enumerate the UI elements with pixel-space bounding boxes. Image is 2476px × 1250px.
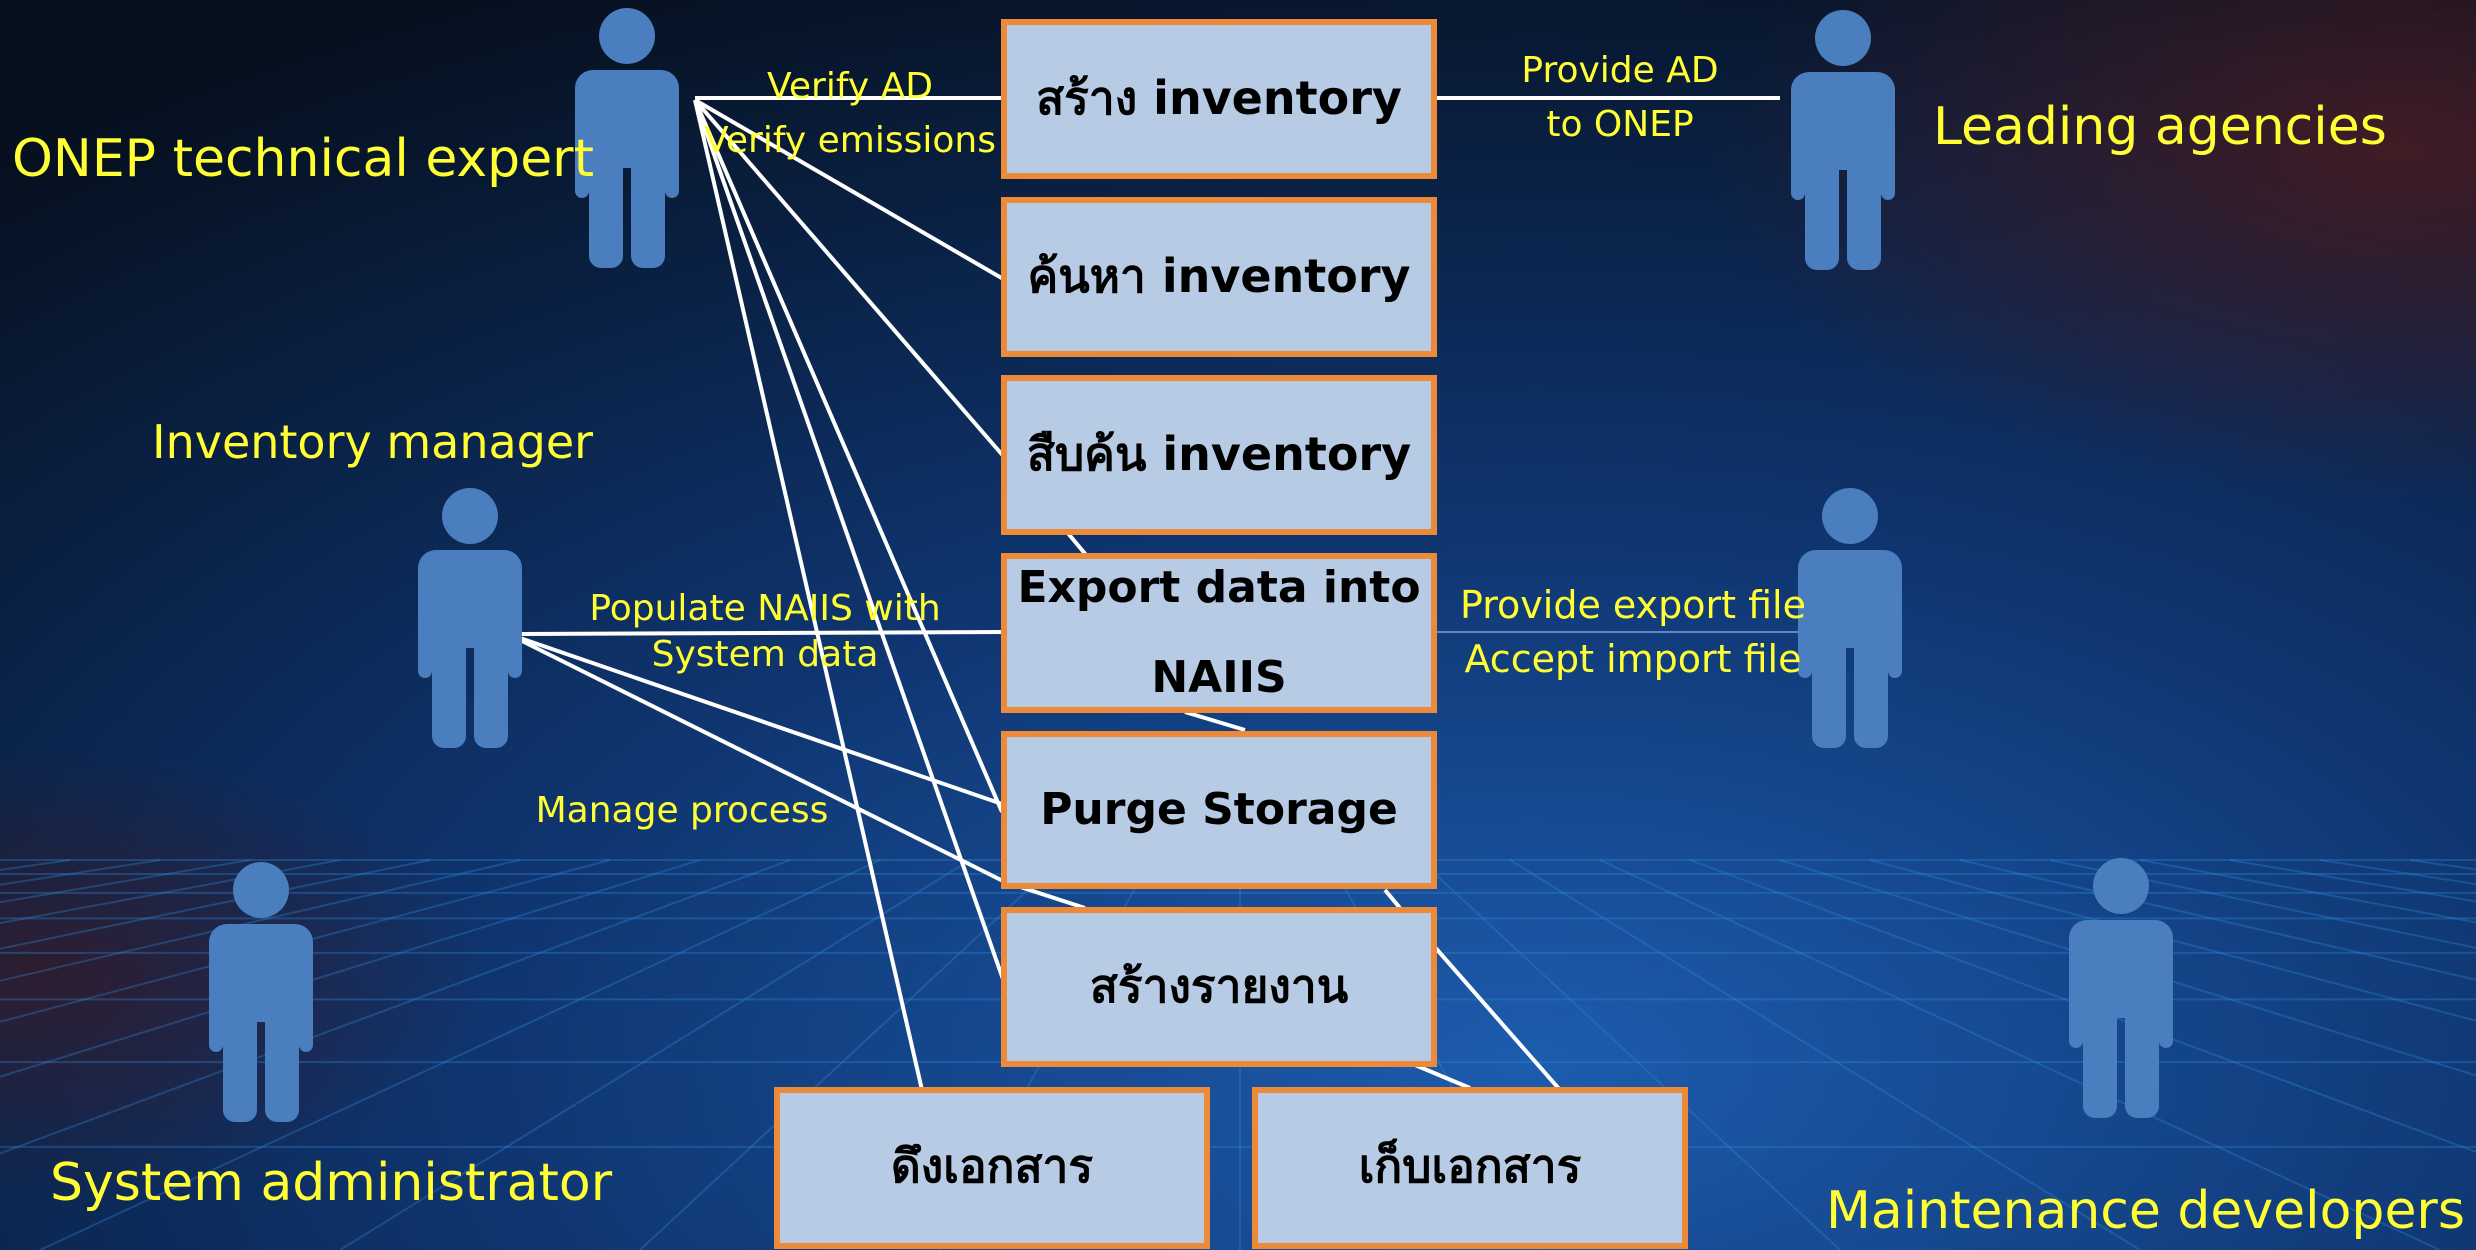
use-case-create-inventory: สร้าง inventory (1036, 71, 1402, 125)
line-manager-purge (519, 636, 1006, 807)
edge-label-manage-process: Manage process (536, 790, 829, 831)
line-manager-store-2 (1414, 1063, 1471, 1090)
label-inventory-manager: Inventory manager (152, 415, 593, 469)
edge-label-provide-ad-1: Provide AD (1521, 50, 1718, 91)
use-case-retrieve-document: ดึงเอกสาร (891, 1139, 1093, 1193)
edge-label-provide-ad-2: to ONEP (1546, 104, 1693, 145)
use-case-create-report: สร้างรายงาน (1090, 959, 1349, 1013)
actor-developers-top-icon (1798, 488, 1902, 748)
actor-leading-agencies-icon (1791, 10, 1895, 270)
use-case-export-line1: Export data into (1017, 562, 1420, 613)
box-create-inventory (1001, 19, 1437, 179)
line-export-purge (1184, 710, 1246, 732)
line-purge-store (1383, 888, 1402, 910)
use-case-boxes (774, 19, 1688, 1249)
box-store-document (1252, 1087, 1688, 1249)
edge-label-accept-import: Accept import file (1464, 637, 1801, 681)
label-leading-agencies: Leading agencies (1933, 97, 2387, 157)
box-retrieve-document (774, 1087, 1210, 1249)
use-case-export-line2: NAIIS (1151, 652, 1286, 703)
label-maintenance-developers: Maintenance developers (1826, 1181, 2465, 1241)
use-case-store-document: เก็บเอกสาร (1359, 1138, 1582, 1193)
line-manager-export (519, 630, 1006, 636)
use-case-query-inventory: สืบค้น inventory (1027, 427, 1411, 481)
box-purge-storage (1001, 731, 1437, 889)
actor-inventory-manager-icon (418, 488, 522, 748)
label-system-admin: System administrator (50, 1153, 613, 1213)
label-onep-expert: ONEP technical expert (12, 129, 594, 189)
edge-label-populate-2: System data (652, 634, 879, 675)
edge-label-verify-emissions: Verify emissions (704, 120, 996, 161)
use-case-search-inventory: ค้นหา inventory (1027, 249, 1410, 303)
edge-label-populate-1: Populate NAIIS with (589, 588, 940, 629)
use-case-purge-storage: Purge Storage (1040, 784, 1398, 835)
line-manager-report (519, 638, 1006, 884)
line-expert-purge (693, 99, 1004, 813)
box-search-inventory (1001, 197, 1437, 357)
line-expert-query (693, 98, 1007, 460)
edge-label-provide-export: Provide export file (1460, 583, 1806, 627)
line-expert-search (693, 98, 1007, 282)
association-lines (519, 96, 1780, 1092)
actor-maintenance-developers-icon (2069, 858, 2173, 1118)
actor-system-admin-icon (209, 862, 313, 1122)
edge-label-verify-ad: Verify AD (767, 66, 933, 107)
line-report-store (1431, 943, 1562, 1092)
box-create-report (1001, 907, 1437, 1067)
box-query-inventory (1001, 375, 1437, 535)
line-expert-report (693, 99, 1007, 986)
box-export-naiis (1001, 553, 1437, 713)
line-expert-retrieve (693, 99, 924, 1091)
